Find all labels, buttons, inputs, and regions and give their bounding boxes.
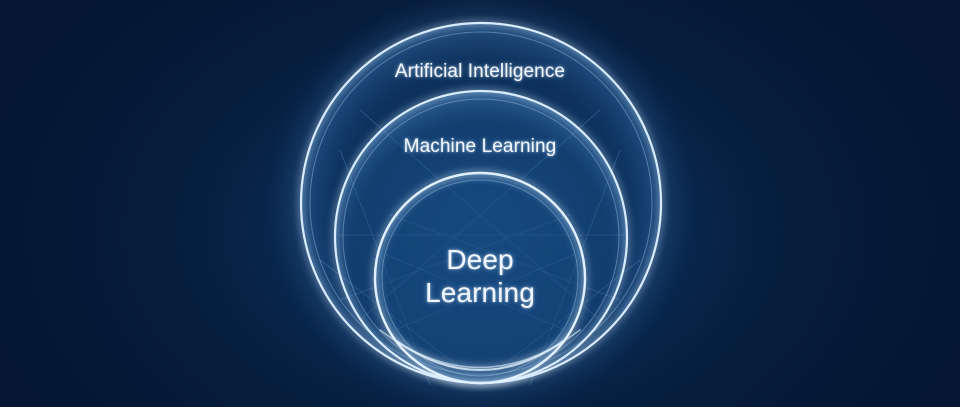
label-artificial-intelligence: Artificial Intelligence — [394, 61, 566, 82]
label-machine-learning: Machine Learning — [403, 136, 557, 157]
circle-deep-learning — [373, 171, 587, 385]
label-deep-learning-line2: Learning — [425, 277, 535, 308]
bottom-glow-arcs — [379, 329, 581, 371]
label-deep-learning: Deep Learning — [0, 243, 960, 309]
label-deep-learning-line1: Deep — [446, 244, 514, 275]
